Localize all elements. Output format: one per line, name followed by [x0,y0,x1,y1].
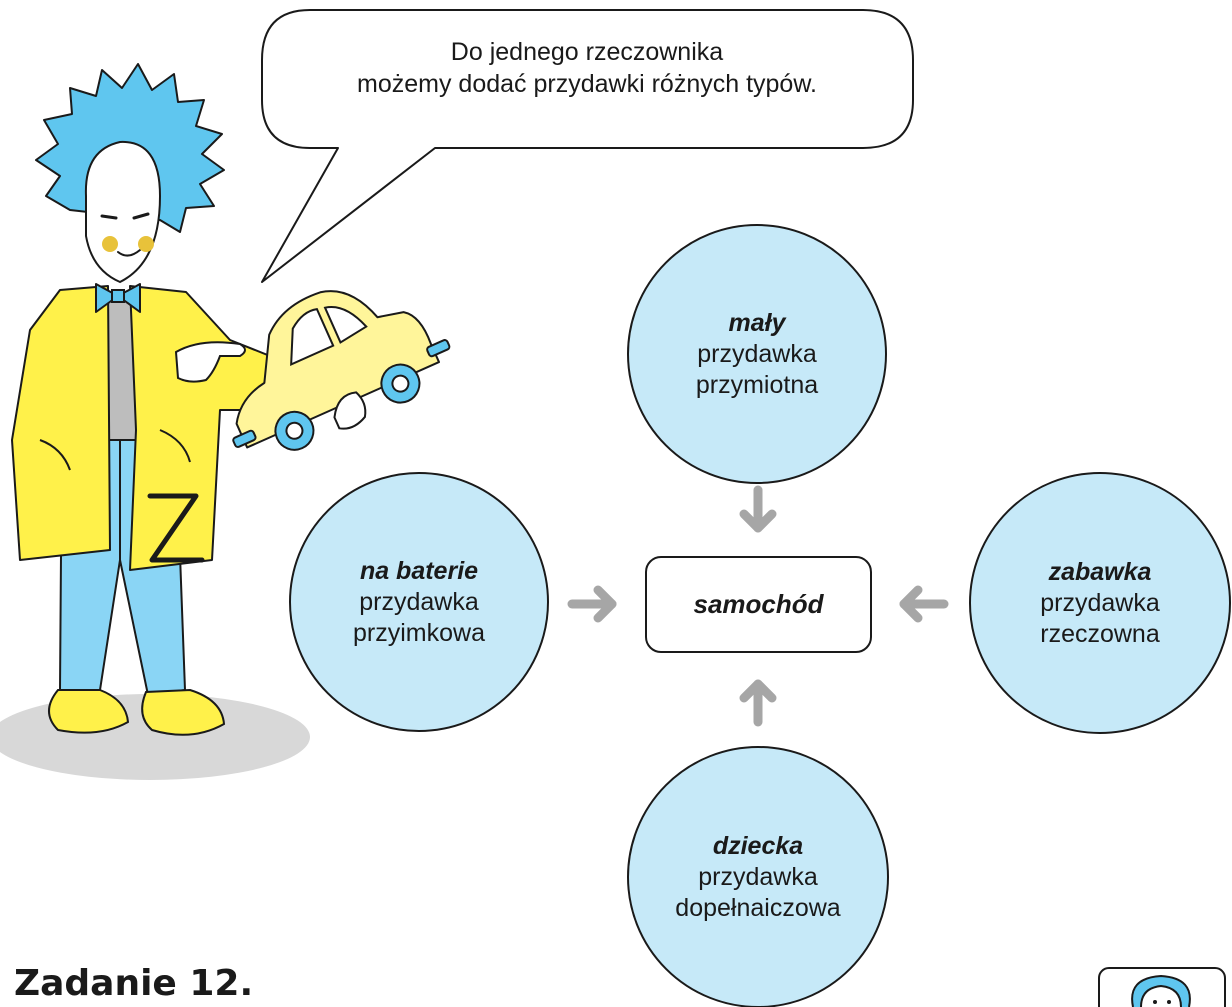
attribute-type-line-1: przydawka [697,339,817,368]
attribute-type-line-1: przydawka [359,587,479,616]
center-noun-box: samochód [645,556,872,653]
speech-bubble [261,9,914,283]
attribute-term: na baterie [359,556,479,585]
toy-car-illustration [232,290,451,451]
task-title: Zadanie 12. [14,963,254,1004]
arrow-from-top [739,485,777,533]
attribute-type-line-1: przydawka [1040,588,1160,617]
attribute-term: zabawka [1048,557,1152,586]
arrow-from-bottom [739,679,777,727]
attribute-type-line-2: rzeczowna [1040,619,1160,648]
attribute-term: mały [728,308,786,337]
professor-illustration [11,63,281,736]
attribute-term: dziecka [712,831,804,860]
speech-bubble-text: Do jednego rzeczownika możemy dodać przy… [262,36,912,100]
attribute-circle-right: zabawka przydawka rzeczowna [969,472,1231,734]
arrow-from-left [567,585,617,623]
attribute-type-line-2: przyimkowa [353,618,485,647]
attribute-type-line-2: przymiotna [695,370,819,399]
arrow-from-right [899,585,949,623]
attribute-type-line-2: dopełnaiczowa [675,893,841,922]
attribute-type-line-1: przydawka [698,862,818,891]
attribute-circle-top: mały przydawka przymiotna [627,224,887,484]
speech-bubble-line-2: możemy dodać przydawki różnych typów. [357,70,817,98]
speech-bubble-line-1: Do jednego rzeczownika [450,38,724,66]
attribute-circle-left: na baterie przydawka przyimkowa [289,472,549,732]
attribute-circle-bottom: dziecka przydawka dopełnaiczowa [627,746,889,1007]
center-noun-label: samochód [693,589,824,619]
mascot-face-icon [1098,967,1226,1007]
